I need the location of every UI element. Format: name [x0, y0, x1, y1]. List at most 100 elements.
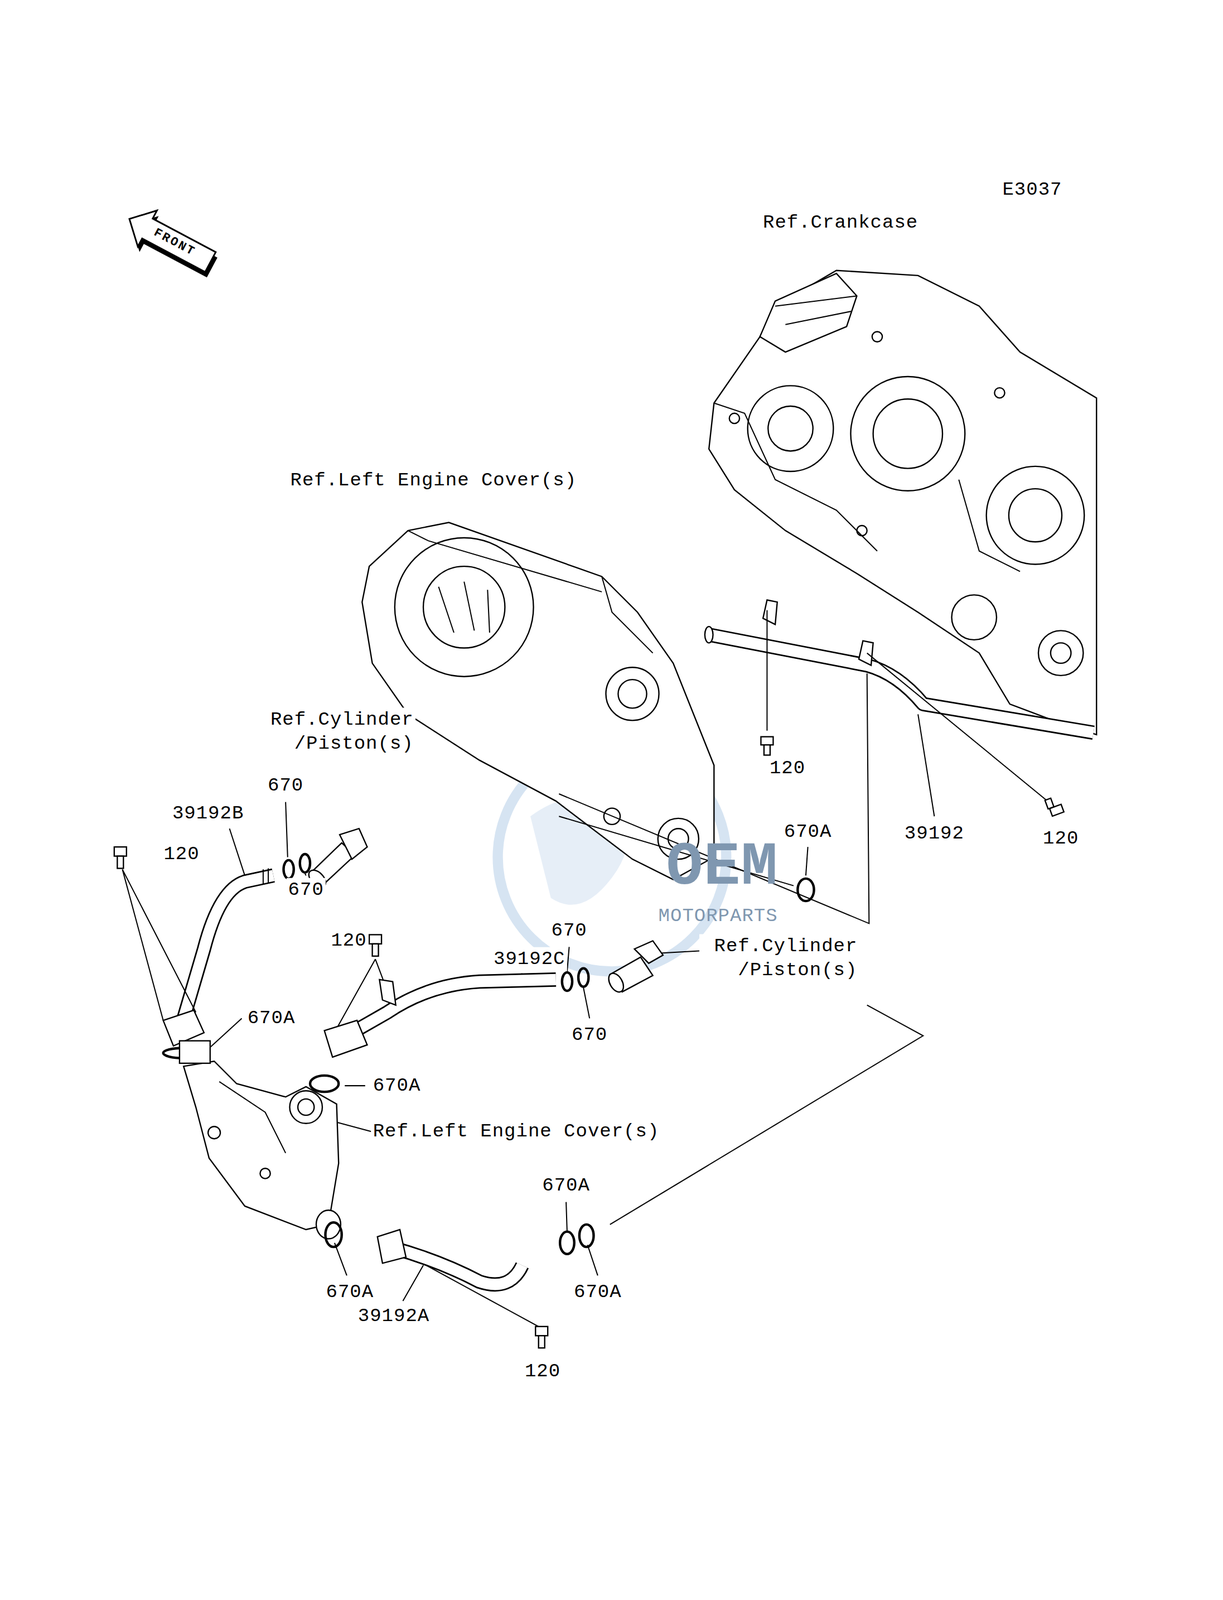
leader-line-part: [229, 828, 245, 876]
cylinder-fitting-part: [605, 970, 627, 995]
cylinder-fitting-part: [634, 940, 664, 963]
water-pipe-39192c: [324, 979, 557, 1057]
water-pipe-39192b-part: [181, 875, 274, 1026]
water-pipe-39192-part: [858, 640, 874, 666]
reference-label: Ref.Crankcase: [761, 210, 920, 235]
callout-number: 670: [549, 918, 589, 943]
leader-line-part: [567, 946, 590, 1018]
leader-line-part: [344, 1084, 366, 1086]
o-ring-part: [562, 972, 573, 991]
watermark: OEM: [664, 828, 780, 906]
crankcase-illustration-part: [767, 405, 813, 451]
callout-number: 670A: [245, 1006, 298, 1031]
cylinder-fitting-part: [339, 828, 367, 859]
water-pipe-39192: [704, 600, 1094, 806]
water-pipe-39192b-part: [181, 875, 274, 1026]
direction-label: FRONT: [149, 224, 200, 261]
leader-line-part: [285, 801, 307, 876]
left-engine-cover-illustration: [179, 1040, 341, 1239]
callout-number: 670A: [371, 1073, 423, 1098]
callout-number: 670A: [572, 1279, 624, 1304]
crankcase-illustration-part: [850, 376, 965, 491]
guide-line-part: [558, 673, 869, 923]
cylinder-fitting: [605, 940, 664, 994]
crankcase-illustration-part: [760, 273, 858, 352]
bolt-part: [760, 736, 773, 746]
crankcase-illustration-part: [775, 295, 857, 325]
water-pipe-39192-part: [766, 610, 1054, 806]
part-number: 39192C: [491, 946, 567, 971]
left-engine-cover-illustration-part: [423, 566, 505, 648]
water-pipe-39192c-part: [379, 979, 396, 1005]
crankcase-illustration-part: [951, 594, 997, 640]
guide-line-part: [610, 1004, 924, 1225]
front-arrow-part: [119, 200, 221, 280]
bolt-part: [117, 856, 124, 869]
reference-label: Ref.Left Engine Cover(s): [288, 468, 579, 493]
bolt-part: [538, 1335, 545, 1348]
left-engine-cover-illustration-part: [297, 1098, 314, 1115]
bolt-part: [369, 934, 382, 944]
crankcase-illustration-part: [747, 385, 834, 472]
bolt: [760, 736, 1064, 816]
left-engine-cover-illustration-part: [408, 530, 654, 653]
crankcase-illustration-part: [873, 398, 943, 468]
left-engine-cover-illustration-part: [361, 522, 714, 880]
left-engine-cover-illustration-part: [394, 537, 534, 677]
watermark: MOTORPARTS: [656, 904, 780, 928]
crankcase-illustration-part: [1008, 488, 1062, 542]
o-ring-part: [797, 878, 814, 901]
callout-number: 670A: [540, 1173, 592, 1198]
crankcase-illustration-part: [1050, 642, 1072, 664]
water-pipe-39192a-part: [389, 1246, 523, 1284]
reference-label: Ref.Cylinder /Piston(s): [255, 707, 416, 756]
part-number: 39192B: [170, 800, 246, 825]
callout-number: 670: [266, 773, 306, 798]
part-number: 39192: [902, 821, 966, 846]
left-engine-cover-illustration-part: [208, 1125, 221, 1139]
crankcase-illustration-part: [713, 403, 1021, 572]
bolt-part: [114, 846, 127, 856]
o-ring-part: [310, 1075, 339, 1092]
water-pipe-39192c-part: [324, 1020, 368, 1057]
callout-number: 670: [569, 1022, 609, 1047]
o-ring: [325, 1221, 594, 1254]
leader-line: [122, 713, 935, 1326]
reference-label: Ref.Left Engine Cover(s): [371, 1119, 662, 1144]
callout-number: 120: [1041, 826, 1081, 851]
crankcase-illustration-part: [994, 387, 1005, 398]
left-engine-cover-illustration-part: [179, 1040, 211, 1063]
o-ring-part: [325, 1221, 342, 1247]
leader-line-part: [334, 1242, 347, 1276]
leader-line-part: [805, 846, 809, 876]
part-number: 39192A: [356, 1303, 432, 1328]
water-pipe-39192-part: [762, 600, 778, 625]
water-pipe-39192c-part: [351, 979, 557, 1033]
water-pipe-39192a-part: [389, 1246, 523, 1284]
crankcase-illustration-part: [986, 466, 1085, 565]
o-ring-part: [300, 853, 311, 873]
water-pipe-39192a: [377, 1229, 523, 1284]
water-pipe-39192-part: [704, 626, 714, 643]
crankcase-illustration-part: [1038, 630, 1084, 675]
water-pipe-39192c-part: [351, 979, 557, 1033]
leader-line-part: [122, 868, 196, 1021]
o-ring: [797, 878, 814, 901]
left-engine-cover-illustration-part: [259, 1167, 270, 1178]
crankcase-illustration-part: [856, 525, 867, 536]
water-pipe-39192a-part: [377, 1229, 406, 1263]
left-engine-cover-illustration-part: [289, 1090, 323, 1124]
water-pipe-39192b-part: [263, 868, 269, 884]
bolt: [114, 846, 548, 1348]
left-engine-cover-illustration-part: [617, 679, 647, 708]
callout-number: 120: [329, 928, 369, 953]
crankcase-illustration-part: [729, 413, 740, 424]
o-ring-part: [579, 1224, 594, 1247]
callout-number: 670A: [324, 1279, 376, 1304]
left-engine-cover-illustration-part: [438, 581, 490, 633]
bolt-part: [1045, 798, 1055, 809]
callout-number: 120: [767, 756, 807, 781]
o-ring-part: [578, 968, 589, 987]
